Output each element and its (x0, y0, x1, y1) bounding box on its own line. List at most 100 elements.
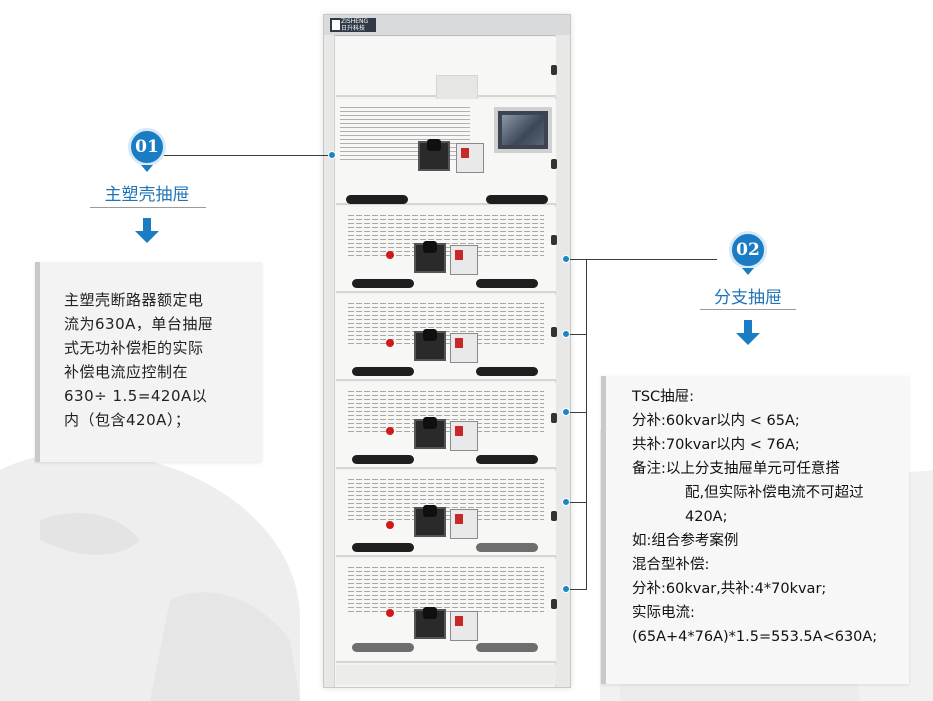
top-label-plate (436, 75, 478, 101)
indicator-panel (450, 245, 478, 275)
text-line: 备注:以上分支抽屉单元可任意搭 (632, 461, 840, 477)
cabinet-top-bar: ZISHENG 日升科技 (324, 15, 570, 36)
top-compartment (336, 37, 557, 101)
connector-branch (567, 334, 587, 335)
callout-01-underline (90, 207, 206, 208)
badge-02-pointer (742, 268, 754, 275)
vent-grille (348, 567, 544, 613)
drawer-handle-right (476, 279, 538, 288)
text-line: 实际电流: (632, 605, 695, 621)
red-indicator (386, 251, 394, 259)
connector-dot-02 (562, 330, 570, 338)
drawer-handle-right (476, 455, 538, 464)
door-lock-icon (551, 235, 557, 245)
drawer-handle-left (352, 643, 414, 652)
connector-branch (567, 589, 587, 590)
door-lock-icon (551, 159, 557, 169)
brand-logo-icon (332, 20, 340, 30)
drawer-handle-left (346, 195, 408, 204)
branch-drawer-3 (336, 383, 557, 469)
text-line: 补偿电流应控制在 (64, 363, 189, 381)
text-line: 主塑壳断路器额定电 (64, 291, 204, 309)
text-line: 分补:60kvar以内 < 65A; (632, 413, 800, 429)
connector-dot-02 (562, 498, 570, 506)
red-indicator (386, 609, 394, 617)
breaker-handle (414, 329, 446, 361)
badge-02: 02 (729, 231, 767, 269)
drawer-handle-right (486, 195, 548, 204)
vent-grille (340, 107, 470, 163)
connector-line-01 (162, 155, 332, 156)
brand-logo: ZISHENG 日升科技 (330, 18, 376, 32)
text-line: 分补:60kvar,共补:4*70kvar; (632, 581, 827, 597)
text-line: 配,但实际补偿电流不可超过 (685, 485, 864, 501)
drawer-handle-right (476, 543, 538, 552)
indicator-panel (450, 509, 478, 539)
callout-01-title: 主塑壳抽屉 (104, 185, 190, 205)
drawer-handle-right (476, 643, 538, 652)
door-lock-icon (551, 413, 557, 423)
callout-02-underline (700, 309, 796, 310)
indicator-panel (450, 421, 478, 451)
cabinet-left-frame (324, 35, 335, 687)
door-lock-icon (551, 327, 557, 337)
brand-name-sub: 日升科技 (341, 25, 366, 32)
callout-02-title: 分支抽屉 (714, 288, 782, 308)
callout-01-text: 主塑壳断路器额定电 流为630A，单台抽屉 式无功补偿柜的实际 补偿电流应控制在… (64, 288, 252, 432)
door-lock-icon (551, 511, 557, 521)
breaker-handle (414, 607, 446, 639)
text-line: 流为630A，单台抽屉 (64, 315, 214, 333)
connector-dot-02 (562, 255, 570, 263)
text-line: (65A+4*76A)*1.5=553.5A<630A; (632, 629, 878, 645)
main-mccb-drawer (336, 99, 557, 205)
drawer-handle-right (476, 367, 538, 376)
indicator-panel (456, 143, 484, 173)
text-line: 内（包含420A）； (64, 411, 191, 429)
badge-01: 01 (128, 128, 166, 166)
text-line: 混合型补偿: (632, 557, 710, 573)
connector-dot-02 (562, 585, 570, 593)
callout-02-box: TSC抽屉: 分补:60kvar以内 < 65A; 共补:70kvar以内 < … (601, 376, 909, 684)
callout-01-box: 主塑壳断路器额定电 流为630A，单台抽屉 式无功补偿柜的实际 补偿电流应控制在… (35, 262, 262, 462)
down-arrow-icon (143, 218, 151, 232)
connector-trunk-02 (586, 259, 587, 589)
controller-screen (494, 107, 552, 153)
red-indicator (386, 521, 394, 529)
text-line: 共补:70kvar以内 < 76A; (632, 437, 800, 453)
vent-grille (348, 391, 544, 433)
branch-drawer-5 (336, 559, 557, 663)
vent-grille (348, 479, 544, 521)
text-line: 420A; (685, 509, 728, 525)
indicator-panel (450, 611, 478, 641)
text-line: TSC抽屉: (632, 389, 695, 405)
down-arrow-icon (744, 320, 752, 334)
connector-line-02 (567, 259, 717, 260)
branch-drawer-2 (336, 295, 557, 381)
brand-name: ZISHENG (341, 18, 369, 25)
text-line: 如:组合参考案例 (632, 533, 739, 549)
connector-branch (567, 502, 587, 503)
breaker-handle (414, 417, 446, 449)
door-lock-icon (551, 599, 557, 609)
text-line: 630÷ 1.5=420A以 (64, 387, 208, 405)
breaker-handle (414, 505, 446, 537)
branch-drawer-4 (336, 471, 557, 557)
connector-branch (567, 412, 587, 413)
badge-01-pointer (141, 165, 153, 172)
down-arrow-icon-head (135, 231, 159, 243)
red-indicator (386, 427, 394, 435)
breaker-handle (418, 139, 450, 171)
indicator-panel (450, 333, 478, 363)
drawer-handle-left (352, 279, 414, 288)
connector-dot-01 (328, 151, 336, 159)
vent-grille (348, 303, 544, 345)
red-indicator (386, 339, 394, 347)
switchgear-cabinet: ZISHENG 日升科技 (323, 14, 571, 688)
cabinet-base (336, 665, 556, 685)
door-lock-icon (551, 65, 557, 75)
drawer-handle-left (352, 455, 414, 464)
branch-drawer-1 (336, 207, 557, 293)
breaker-handle (414, 241, 446, 273)
text-line: 式无功补偿柜的实际 (64, 339, 204, 357)
connector-dot-02 (562, 408, 570, 416)
